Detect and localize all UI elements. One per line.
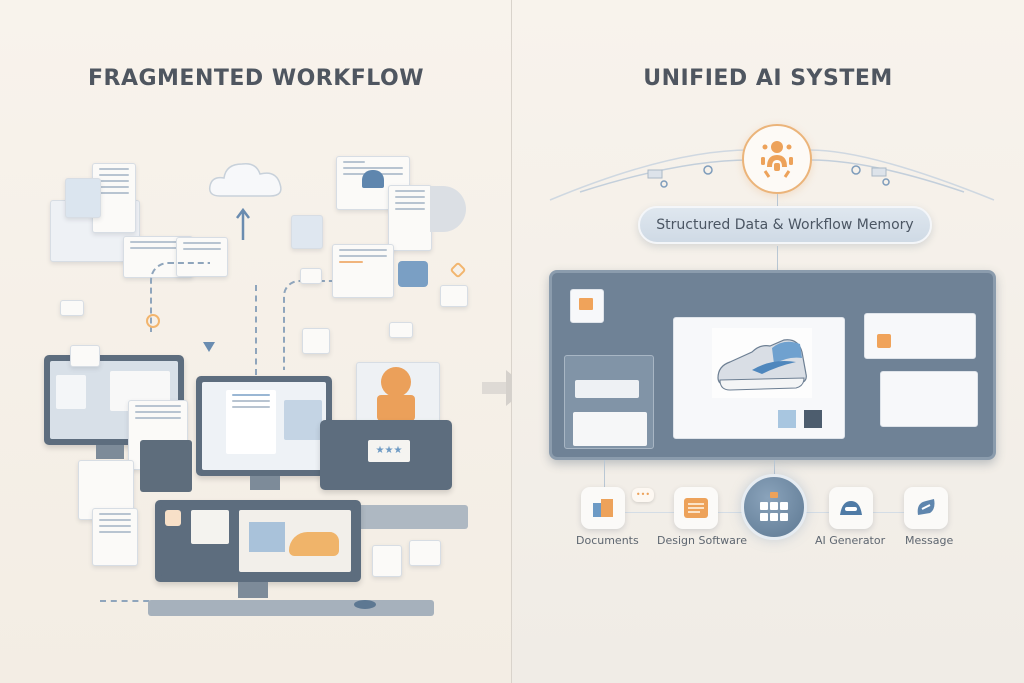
message-icon	[917, 499, 935, 515]
memory-label-pill: Structured Data & Workflow Memory	[638, 206, 932, 244]
document-icon	[176, 237, 228, 277]
ai-generator-icon	[840, 501, 862, 515]
connector-path	[283, 280, 333, 370]
memory-label: Structured Data & Workflow Memory	[656, 217, 914, 233]
connector-path	[255, 285, 257, 375]
link-icon-badge	[362, 170, 384, 188]
email-icon	[300, 268, 322, 284]
product-view-window[interactable]	[673, 317, 845, 439]
robot-icon	[381, 367, 411, 397]
tool-design-software[interactable]	[674, 487, 718, 529]
keyboard-shelf	[350, 505, 468, 529]
data-table	[573, 412, 647, 446]
panel-divider	[511, 0, 512, 683]
tool-label-design-software: Design Software	[657, 534, 747, 547]
chat-window	[440, 285, 468, 307]
globe-window	[56, 375, 86, 409]
unified-title: UNIFIED AI SYSTEM	[643, 66, 893, 91]
email-icon	[389, 322, 413, 338]
monitor-center	[196, 376, 332, 476]
grid-palette	[191, 510, 229, 544]
chat-window	[302, 328, 330, 354]
swatch-blue[interactable]	[778, 410, 796, 428]
form-panel	[226, 390, 276, 454]
tool-ai-generator[interactable]	[829, 487, 873, 529]
hex-node-icon	[146, 314, 160, 328]
shoe-image	[289, 532, 339, 556]
document-icon	[92, 508, 138, 566]
keyboard	[148, 600, 434, 616]
notes-card	[372, 545, 402, 577]
mouse	[354, 600, 376, 609]
bag-icon	[877, 334, 891, 348]
unified-dashboard	[549, 270, 996, 460]
image-window	[291, 215, 323, 249]
hex-node-icon	[449, 261, 467, 279]
connector-line	[604, 460, 605, 488]
fragmented-workflow-panel: FRAGMENTED WORKFLOW	[0, 0, 512, 683]
ai-robot-window	[356, 362, 440, 428]
dark-window	[140, 440, 192, 492]
tool-label-documents: Documents	[576, 534, 639, 547]
upload-arrow-icon	[236, 207, 250, 240]
fragmented-title: FRAGMENTED WORKFLOW	[87, 66, 425, 91]
monitor-bottom-shoe	[155, 500, 361, 582]
workspace-grid-icon	[760, 492, 788, 521]
swatch-dark[interactable]	[804, 410, 822, 428]
connector-line	[777, 194, 778, 206]
monitor-stand	[250, 476, 280, 490]
product-image-panel	[712, 328, 812, 398]
map-panel	[284, 400, 322, 440]
connector-line	[774, 460, 775, 474]
shoe-icon	[717, 339, 807, 391]
analytics-window	[880, 371, 978, 427]
rating-card: ★★★	[368, 440, 410, 462]
email-icon	[409, 540, 441, 566]
document-icon	[388, 185, 432, 251]
shopping-window	[864, 313, 976, 359]
swatch-row	[575, 380, 639, 398]
connector-path	[100, 600, 160, 602]
document-icon	[332, 244, 394, 298]
orange-app-icon	[165, 510, 181, 526]
shoe-canvas	[239, 510, 351, 572]
design-software-icon	[684, 498, 708, 518]
ai-hub-node[interactable]	[742, 124, 812, 194]
orbit-arcs	[549, 149, 995, 201]
folder-window	[570, 289, 604, 323]
documents-icon	[593, 499, 613, 517]
tool-label-ai-generator: AI Generator	[815, 534, 886, 547]
cloud-icon	[208, 162, 282, 197]
email-icon	[60, 300, 84, 316]
connector-line	[777, 246, 778, 270]
robot-body	[377, 395, 415, 421]
tool-message[interactable]	[904, 487, 948, 529]
folder-icon	[579, 298, 593, 310]
tool-documents[interactable]	[581, 487, 625, 529]
document-icon	[65, 178, 101, 218]
monitor-stand	[238, 582, 268, 598]
blue-shape	[249, 522, 285, 552]
monitor-stand	[96, 445, 124, 459]
app-badge-icon	[398, 261, 428, 287]
side-panel	[564, 355, 654, 449]
ai-agent-icon	[761, 141, 793, 178]
merge-arrow-icon	[203, 342, 215, 352]
monitor-right: ★★★	[320, 420, 452, 490]
central-workspace-node[interactable]	[741, 474, 807, 540]
tool-label-message: Message	[905, 534, 954, 547]
chat-heart-icon: •••	[632, 488, 654, 502]
chat-bubble-icon	[70, 345, 100, 367]
connector-path	[150, 262, 210, 332]
decor-circle	[430, 186, 466, 232]
